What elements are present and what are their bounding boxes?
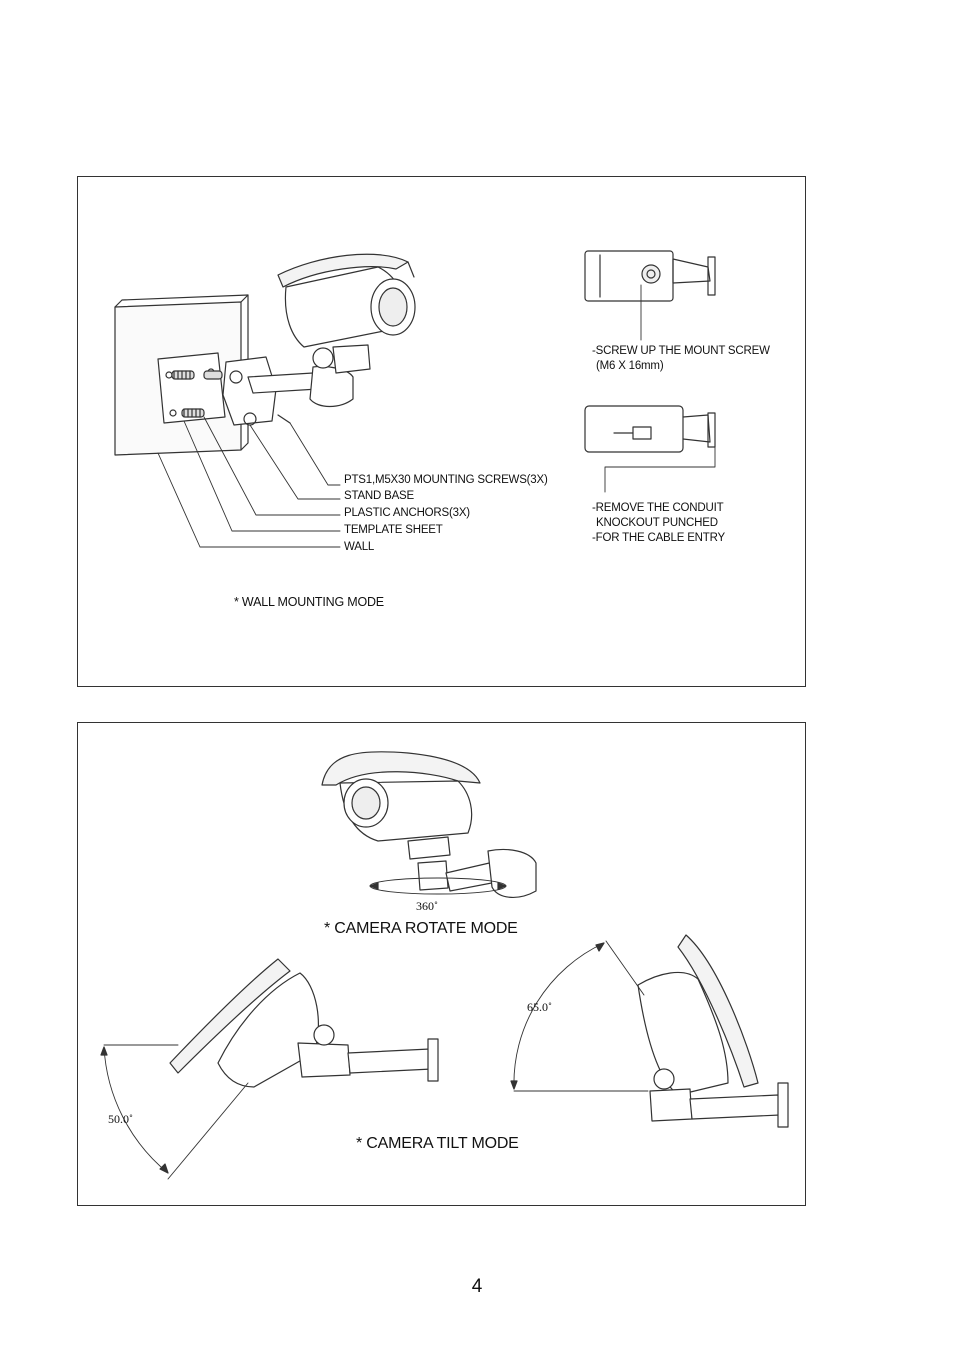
conduit-note-line3: -FOR THE CABLE ENTRY (592, 532, 725, 544)
plastic-anchors-shape (171, 370, 223, 418)
wall-mounting-caption: * WALL MOUNTING MODE (234, 595, 384, 609)
conduit-note-line1: -REMOVE THE CONDUIT (592, 502, 724, 514)
label-wall: WALL (344, 541, 375, 553)
label-template-sheet: TEMPLATE SHEET (344, 524, 443, 536)
rotate-camera-shape (321, 751, 537, 898)
detail-conduit-drawing (584, 405, 716, 493)
camera-body-shape (277, 253, 416, 374)
tilt-down-camera-shape (100, 958, 439, 1180)
camera-modes-drawing (100, 751, 789, 1180)
camera-modes-panel: 360˚ * CAMERA ROTATE MODE 50.0˚ 65.0˚ * … (77, 722, 806, 1206)
tilt-up-camera-shape (510, 934, 789, 1128)
label-stand-base: STAND BASE (344, 490, 414, 502)
screw-note-line2: (M6 X 16mm) (596, 360, 664, 372)
tilt-down-angle-label: 50.0˚ (108, 1112, 133, 1126)
label-plastic-anchors: PLASTIC ANCHORS(3X) (344, 507, 470, 519)
label-mounting-screws: PTS1,M5X30 MOUNTING SCREWS(3X) (344, 474, 548, 486)
wall-mounting-panel: PTS1,M5X30 MOUNTING SCREWS(3X) STAND BAS… (77, 176, 806, 687)
leader-lines (157, 416, 341, 548)
camera-rotate-caption: * CAMERA ROTATE MODE (324, 920, 518, 937)
screw-note-line1: -SCREW UP THE MOUNT SCREW (592, 345, 770, 357)
tilt-up-angle-label: 65.0˚ (527, 1000, 552, 1014)
page-number: 4 (471, 1276, 483, 1297)
camera-tilt-caption: * CAMERA TILT MODE (356, 1135, 519, 1152)
wall-mounting-drawing (114, 250, 716, 548)
mount-arm-shape (247, 365, 354, 408)
rotate-angle-label: 360˚ (416, 899, 438, 913)
detail-mount-screw-drawing (584, 250, 716, 341)
conduit-note-line2: KNOCKOUT PUNCHED (596, 517, 718, 529)
